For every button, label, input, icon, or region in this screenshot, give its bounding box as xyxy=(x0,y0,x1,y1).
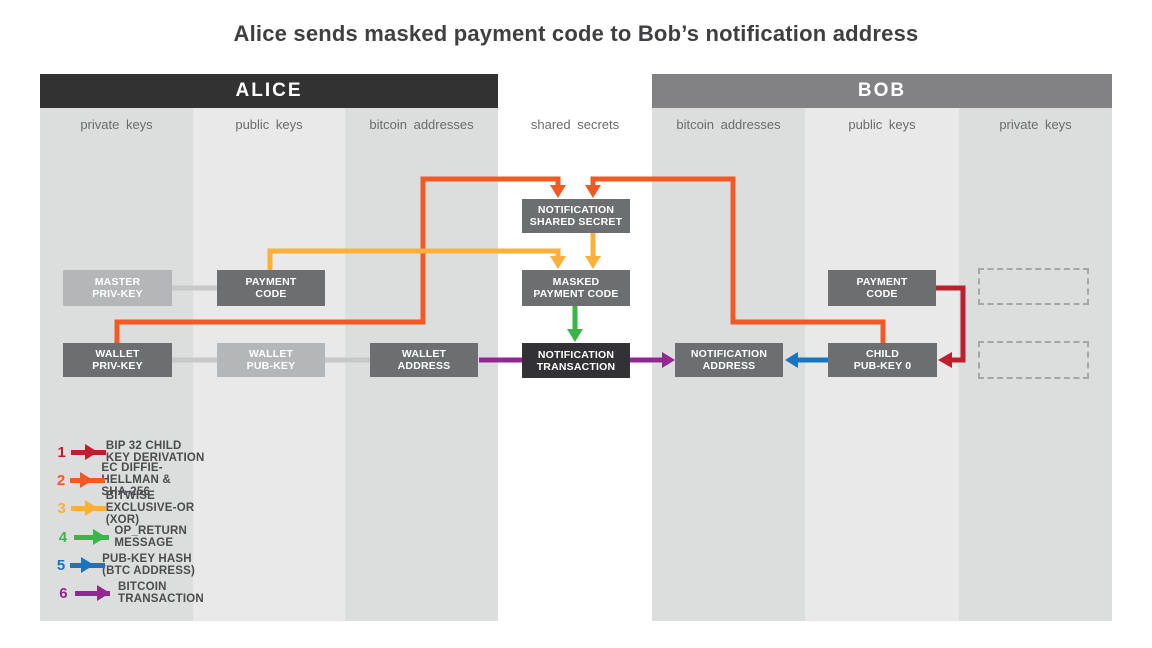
wallet-priv-key-box: WALLET PRIV-KEY xyxy=(63,343,172,377)
alice-payment-code-line2: CODE xyxy=(255,288,287,300)
arrow-op-return xyxy=(567,306,583,342)
arrow-ecdh-alice xyxy=(114,176,566,343)
legend-label-xor: BITWISE EXCLUSIVE-OR (XOR) xyxy=(105,490,195,526)
wallet-address-line1: WALLET xyxy=(401,348,447,360)
legend-row-bitcoin-transaction: 6 BITCOIN TRANSACTION xyxy=(56,581,221,605)
bob-payment-code-line2: CODE xyxy=(866,288,898,300)
legend-number-6: 6 xyxy=(59,584,68,602)
masked-payment-code-box: MASKED PAYMENT CODE xyxy=(522,270,630,306)
bob-priv-key-placeholder-1 xyxy=(978,268,1089,305)
legend-label-bitcoin-transaction: BITCOIN TRANSACTION xyxy=(117,581,204,605)
arrow-ecdh-bob xyxy=(585,176,886,343)
bob-private-keys-column xyxy=(959,108,1112,621)
legend-arrow-purple-icon xyxy=(74,585,110,601)
notification-transaction-line1: NOTIFICATION xyxy=(537,348,615,361)
diagram-title: Alice sends masked payment code to Bob’s… xyxy=(233,21,919,46)
wallet-priv-key-line2: PRIV-KEY xyxy=(92,360,143,372)
arrow-xor-payment-code xyxy=(267,248,566,270)
legend-number-2: 2 xyxy=(56,471,66,489)
masked-payment-code-line1: MASKED xyxy=(552,276,600,288)
legend-label-op-return: OP_RETURN MESSAGE xyxy=(114,525,188,549)
legend-arrow-red-icon xyxy=(71,444,107,460)
wallet-pub-key-line1: WALLET xyxy=(248,348,294,360)
legend-arrow-blue-icon xyxy=(70,557,106,573)
bob-payment-code-line1: PAYMENT xyxy=(856,276,908,288)
notification-shared-secret-line1: NOTIFICATION xyxy=(537,204,615,216)
legend-row-xor: 3 BITWISE EXCLUSIVE-OR (XOR) xyxy=(56,490,206,526)
legend-row-op-return: 4 OP_RETURN MESSAGE xyxy=(56,525,208,549)
notification-shared-secret-box: NOTIFICATION SHARED SECRET xyxy=(522,199,630,233)
legend-number-1: 1 xyxy=(57,443,66,461)
notification-address-line1: NOTIFICATION xyxy=(690,348,768,360)
notification-transaction-box: NOTIFICATION TRANSACTION xyxy=(522,343,630,378)
legend-arrow-green-icon xyxy=(73,529,109,545)
bob-header-label: BOB xyxy=(857,80,907,101)
master-priv-key-line1: MASTER xyxy=(94,276,141,288)
notification-address-line2: ADDRESS xyxy=(702,360,756,372)
master-priv-key-box: MASTER PRIV-KEY xyxy=(63,270,172,306)
column-label-bob-bitcoin-addresses: bitcoin addresses xyxy=(676,117,781,132)
legend-label-pubkey-hash: PUB-KEY HASH (BTC ADDRESS) xyxy=(102,553,195,577)
bob-priv-key-placeholder-2 xyxy=(978,341,1089,379)
notification-address-box: NOTIFICATION ADDRESS xyxy=(675,343,783,377)
legend-arrow-yellow-icon xyxy=(71,500,107,516)
wallet-pub-key-box: WALLET PUB-KEY xyxy=(217,343,325,377)
legend-arrow-orange-icon xyxy=(69,472,105,488)
child-pub-key-0-line1: CHILD xyxy=(865,348,900,360)
legend-number-3: 3 xyxy=(57,499,66,517)
notification-shared-secret-line2: SHARED SECRET xyxy=(529,216,623,228)
column-label-alice-public-keys: public keys xyxy=(235,117,303,132)
column-label-alice-bitcoin-addresses: bitcoin addresses xyxy=(369,117,474,132)
wallet-priv-key-line1: WALLET xyxy=(95,348,140,360)
legend-row-bip32: 1 BIP 32 CHILD KEY DERIVATION xyxy=(56,440,206,464)
alice-payment-code-line1: PAYMENT xyxy=(245,276,297,288)
masked-payment-code-line2: PAYMENT CODE xyxy=(533,288,619,300)
column-label-bob-private-keys: private keys xyxy=(999,117,1072,132)
arrow-xor-shared-secret xyxy=(585,233,601,269)
legend-number-5: 5 xyxy=(56,556,66,574)
child-pub-key-0-line2: PUB-KEY 0 xyxy=(853,360,912,372)
alice-header-label: ALICE xyxy=(235,80,303,101)
child-pub-key-0-box: CHILD PUB-KEY 0 xyxy=(828,343,937,377)
bob-payment-code-box: PAYMENT CODE xyxy=(828,270,936,306)
column-label-shared-secrets: shared secrets xyxy=(530,117,620,132)
arrow-bip32-derivation xyxy=(936,285,966,368)
legend-label-bip32: BIP 32 CHILD KEY DERIVATION xyxy=(105,440,205,464)
notification-transaction-line2: TRANSACTION xyxy=(536,360,616,373)
master-priv-key-line2: PRIV-KEY xyxy=(92,288,143,300)
bob-header: BOB xyxy=(652,74,1112,108)
wallet-pub-key-line2: PUB-KEY xyxy=(246,360,296,372)
legend-number-4: 4 xyxy=(58,528,68,546)
wallet-address-line2: ADDRESS xyxy=(397,360,451,372)
legend-row-pubkey-hash: 5 PUB-KEY HASH (BTC ADDRESS) xyxy=(56,553,197,577)
arrow-pubkey-hash xyxy=(785,352,828,368)
column-label-alice-private-keys: private keys xyxy=(80,117,153,132)
column-label-bob-public-keys: public keys xyxy=(848,117,916,132)
legend-row-ecdh: 2 EC DIFFIE-HELLMAN & SHA-256 xyxy=(56,462,193,498)
wallet-address-box: WALLET ADDRESS xyxy=(370,343,478,377)
alice-payment-code-box: PAYMENT CODE xyxy=(217,270,325,306)
legend-label-ecdh: EC DIFFIE-HELLMAN & SHA-256 xyxy=(101,462,171,498)
gray-connectors xyxy=(172,285,370,363)
alice-header: ALICE xyxy=(40,74,498,108)
arrow-bitcoin-transaction xyxy=(479,352,675,368)
